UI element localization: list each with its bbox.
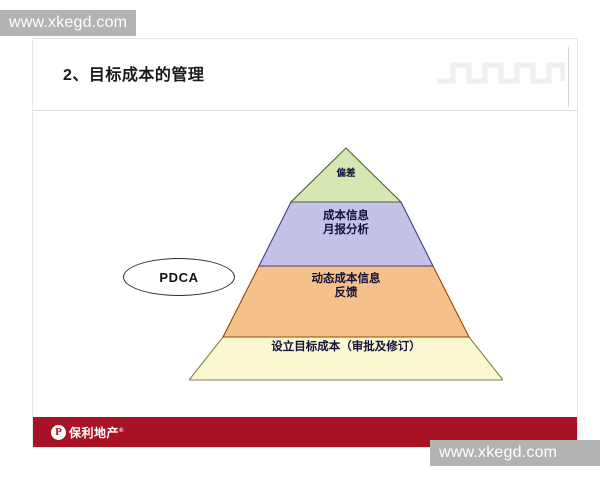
pdca-label: PDCA	[159, 269, 199, 285]
watermark-top-left: www.xkegd.com	[0, 10, 137, 36]
pdca-callout: PDCA	[123, 183, 277, 296]
pyramid-tier-3-shape	[222, 265, 470, 338]
presentation-slide: 2、目标成本的管理 PDCA	[32, 38, 578, 448]
square-wave-decoration-icon	[435, 55, 565, 89]
company-name: 保利地产	[69, 425, 120, 440]
registered-trademark-icon: ®	[119, 427, 124, 434]
page-title: 2、目标成本的管理	[63, 67, 205, 84]
company-logo: P 保利地产®	[51, 422, 124, 442]
pdca-shape: PDCA	[123, 258, 235, 296]
pyramid-tier-1-shape	[289, 147, 403, 203]
poly-p-logo-icon: P	[51, 424, 66, 440]
pyramid-diagram: 偏差 成本信息 月报分析 动态成本信息 反馈 设立目标成本（审批及修订）	[189, 144, 503, 382]
ellipse-outline	[123, 258, 235, 296]
slide-title-band: 2、目标成本的管理	[33, 39, 577, 111]
company-logo-text: 保利地产®	[69, 424, 124, 441]
pyramid-tier-2-shape	[258, 201, 434, 267]
slide-body: PDCA 偏差 成本信息 月报分析 动态成本信息 反馈 设立	[33, 111, 577, 447]
decorative-vertical-rule	[568, 47, 569, 107]
pyramid-tier-4-shape	[189, 336, 503, 381]
watermark-bottom-right: www.xkegd.com	[430, 440, 600, 466]
